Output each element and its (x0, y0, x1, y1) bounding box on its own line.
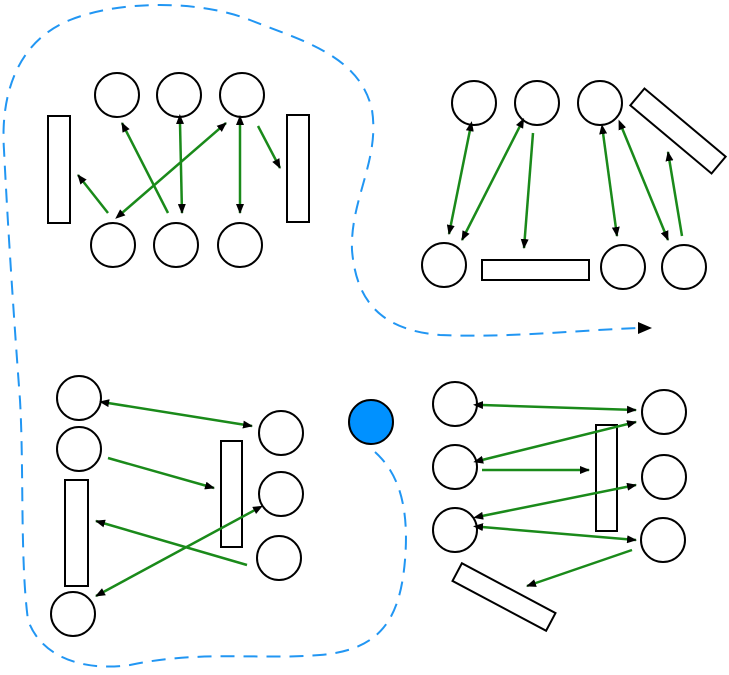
node-circle (661, 244, 707, 290)
edge-arrow (446, 121, 474, 235)
edge-arrow (618, 119, 670, 241)
node-circle (56, 426, 102, 472)
path-stroke (2, 4, 641, 668)
edge-arrow (460, 117, 525, 241)
node-circle (258, 410, 304, 456)
node-circle (432, 507, 478, 553)
node-circle (641, 454, 687, 500)
obstacle-bar (481, 259, 590, 281)
cluster-top-left (47, 72, 310, 268)
obstacle-bar (64, 479, 89, 587)
edge-arrow (95, 505, 263, 598)
obstacle-bar (628, 87, 728, 175)
node-circle (514, 80, 560, 126)
node-circle (90, 222, 136, 268)
edge-arrow (120, 122, 170, 214)
obstacle-bar (47, 115, 71, 224)
edge-arrow (526, 548, 633, 588)
edge-arrow (176, 114, 186, 214)
edge-arrow (473, 420, 637, 464)
node-circle (451, 80, 497, 126)
cluster-top-right (421, 80, 728, 290)
edge-arrow (107, 456, 215, 490)
edge-arrow (520, 132, 535, 249)
node-circle (577, 80, 623, 126)
edge-arrow (77, 174, 109, 214)
edge-arrow (473, 523, 637, 544)
edge-arrow (473, 482, 637, 520)
obstacle-bar (220, 440, 243, 548)
node-circle (94, 72, 140, 118)
obstacle-bar (595, 424, 618, 532)
node-circle (641, 389, 687, 435)
node-circle (258, 471, 304, 517)
node-circle (217, 222, 263, 268)
node-circle (640, 517, 686, 563)
node-circle (56, 375, 102, 421)
edge-arrow (115, 122, 227, 219)
node-circle (600, 244, 646, 290)
node-circle (432, 444, 478, 490)
node-circle (156, 72, 202, 118)
start-marker (348, 399, 394, 445)
obstacle-bar (451, 561, 557, 633)
node-circle (432, 381, 478, 427)
cluster-bottom-right (432, 381, 687, 633)
node-circle (219, 72, 265, 118)
edge-arrow (473, 401, 637, 414)
node-circle (256, 535, 302, 581)
obstacle-bar (286, 114, 310, 223)
path-end-arrowhead (638, 322, 652, 334)
node-circle (421, 242, 467, 288)
node-circle (153, 222, 199, 268)
node-circle (50, 591, 96, 637)
edge-arrow (599, 124, 620, 237)
cluster-bottom-left (50, 375, 304, 637)
edge-arrow (665, 151, 684, 237)
exploration-path (2, 4, 641, 668)
edge-arrow (99, 399, 253, 429)
edge-arrow (256, 125, 282, 169)
